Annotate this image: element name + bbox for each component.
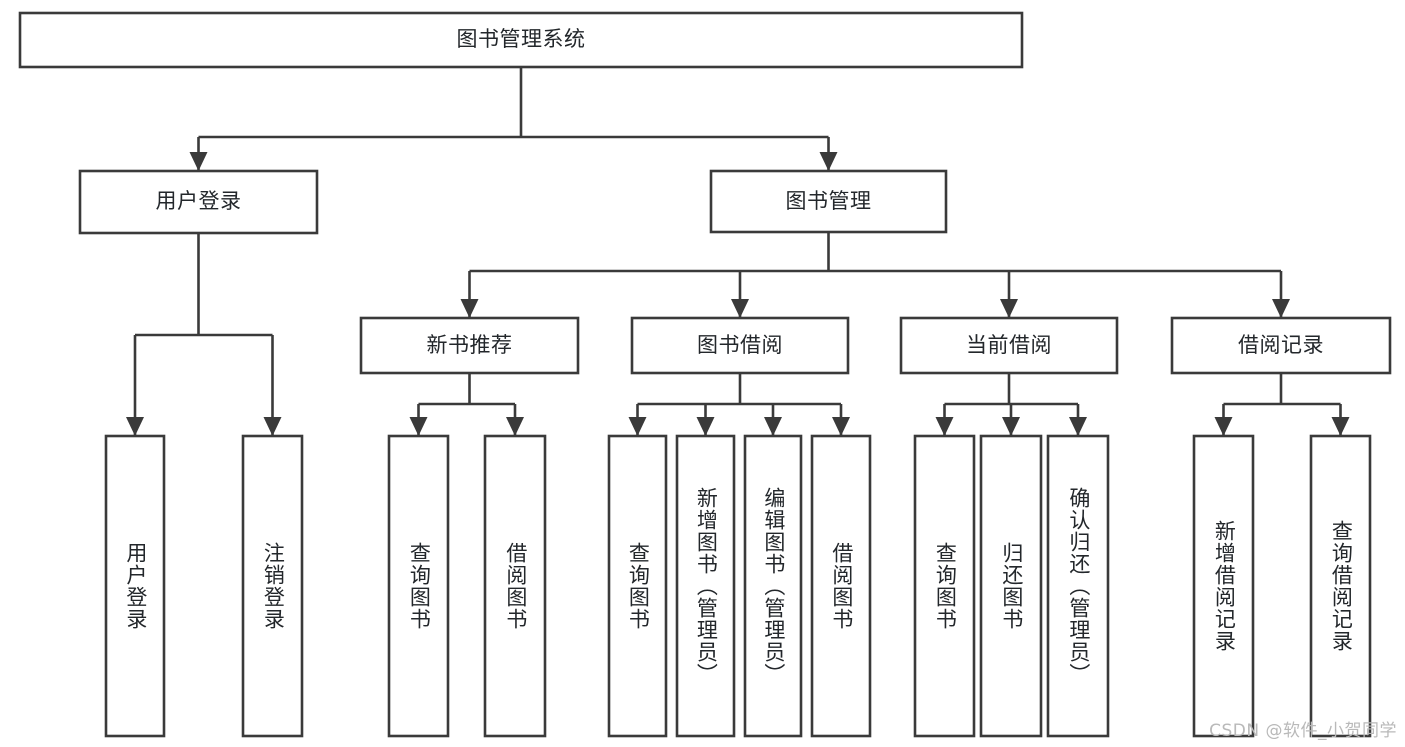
arrow-head-leaf-borrow-book-1 (506, 417, 524, 436)
arrow-head-leaf-return-book (1002, 417, 1020, 436)
arrow-head-leaf-user-login (126, 417, 144, 436)
node-box-user-login (78, 169, 319, 235)
arrow-head-leaf-add-record (1214, 417, 1233, 436)
arrow-head-leaf-borrow-book-2 (832, 417, 850, 436)
arrow-head-leaf-edit-book (764, 417, 782, 436)
node-box-leaf-query-book-2 (607, 434, 668, 738)
node-box-book-manage (709, 169, 948, 234)
node-box-leaf-query-record (1309, 434, 1372, 738)
node-box-leaf-borrow-book-2 (810, 434, 872, 738)
node-box-leaf-query-book-1 (387, 434, 450, 738)
watermark-text: CSDN @软件_小贺同学 (1209, 721, 1397, 741)
node-box-leaf-confirm-return (1046, 434, 1110, 738)
node-box-leaf-user-login (104, 434, 166, 738)
node-box-borrow-record (1170, 316, 1392, 375)
arrow-head-leaf-query-book-1 (409, 417, 428, 436)
arrow-head-leaf-query-book-2 (628, 417, 647, 436)
node-box-leaf-add-record (1192, 434, 1255, 738)
arrow-head-borrow-record (1272, 299, 1290, 318)
node-box-new-book-recommend (359, 316, 580, 375)
arrow-head-leaf-query-book-3 (935, 417, 954, 436)
node-box-book-borrow (630, 316, 850, 375)
node-box-leaf-borrow-book-1 (483, 434, 547, 738)
node-box-leaf-query-book-3 (913, 434, 976, 738)
arrow-head-user-login (189, 152, 208, 171)
node-box-root (18, 11, 1024, 69)
arrow-head-current-borrow (1000, 299, 1018, 318)
node-box-leaf-edit-book (743, 434, 803, 738)
arrow-head-book-borrow (731, 299, 749, 318)
arrow-head-new-book-recommend (460, 299, 479, 318)
arrow-head-leaf-confirm-return (1069, 417, 1087, 436)
arrow-head-book-manage (819, 152, 838, 171)
node-box-leaf-add-book (675, 434, 736, 738)
node-box-current-borrow (899, 316, 1119, 375)
node-box-leaf-user-logout (241, 434, 304, 738)
node-box-leaf-return-book (979, 434, 1043, 738)
arrow-head-leaf-query-record (1331, 417, 1350, 436)
arrow-head-leaf-user-logout (263, 417, 282, 436)
arrow-head-leaf-add-book (696, 417, 715, 436)
